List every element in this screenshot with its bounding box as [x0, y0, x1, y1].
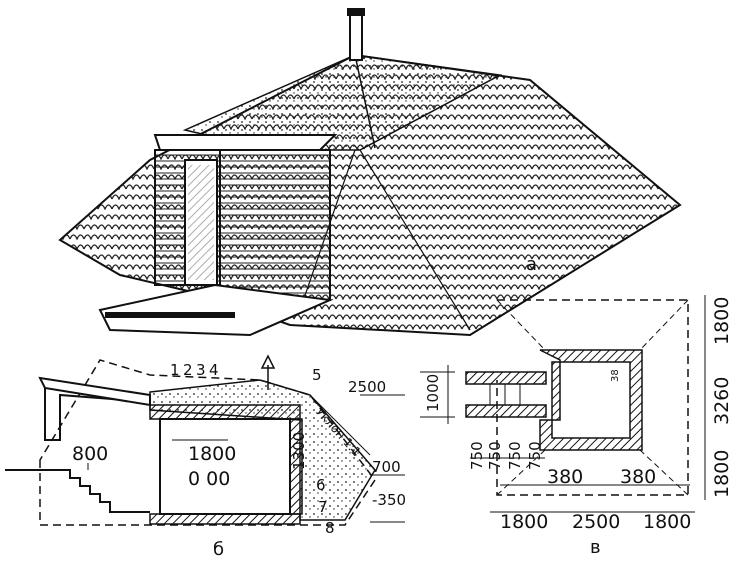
section-view	[5, 354, 405, 526]
callout-5: 5	[312, 366, 322, 384]
entry-canopy	[44, 385, 151, 441]
callout-2: 2	[183, 361, 193, 379]
caption-b: б	[213, 539, 224, 560]
dim-inner-height: 1800	[188, 443, 236, 465]
entrance-house	[153, 134, 338, 301]
dim-entry-width: 1000	[424, 374, 442, 412]
cellar-floor	[149, 513, 301, 525]
dim-step-4: 750	[526, 441, 544, 470]
dim-right-2: 3260	[711, 377, 733, 425]
dim-bottom-3: 1800	[643, 511, 691, 533]
plan-outline	[496, 299, 689, 496]
dim-foundation-mark: -350	[372, 491, 406, 509]
ventilation-pipe	[347, 8, 365, 61]
callout-7: 7	[318, 498, 328, 516]
perspective-view	[58, 8, 682, 337]
entry-slab	[98, 283, 334, 337]
dim-bottom-1: 1800	[500, 511, 548, 533]
dim-step-1: 750	[468, 441, 486, 470]
dim-wall-depth: 1300	[290, 432, 308, 470]
cellar-chamber	[159, 418, 291, 515]
plan-inner-mark: 38	[610, 369, 621, 382]
dim-step-3: 750	[506, 441, 524, 470]
plan-entry-top	[465, 371, 547, 385]
dim-left-height: 800	[72, 443, 108, 465]
dim-slope-mark: 700	[372, 458, 401, 476]
callout-3: 3	[196, 361, 206, 379]
plan-walls	[539, 349, 643, 451]
dim-bottom-2: 2500	[572, 511, 620, 533]
caption-c: в	[590, 537, 601, 558]
cellar-roof	[149, 404, 301, 420]
dim-floor-level: 0 00	[188, 468, 230, 490]
stairs	[60, 469, 150, 513]
callout-8: 8	[325, 519, 335, 537]
dim-right-1: 1800	[711, 297, 733, 345]
callout-1: 1	[170, 361, 180, 379]
right-wall	[289, 418, 303, 515]
section-outline	[39, 359, 376, 526]
dim-slope-run: 2500	[348, 378, 386, 396]
callout-6: 6	[316, 476, 326, 494]
callout-4: 4	[209, 361, 219, 379]
dim-step-2: 750	[486, 441, 504, 470]
caption-a: а	[526, 254, 537, 275]
dim-wall-right: 380	[620, 466, 656, 488]
dim-right-3: 1800	[711, 450, 733, 498]
dim-wall-left: 380	[547, 466, 583, 488]
plan-view	[420, 295, 706, 513]
plan-entry-bottom	[465, 404, 547, 418]
